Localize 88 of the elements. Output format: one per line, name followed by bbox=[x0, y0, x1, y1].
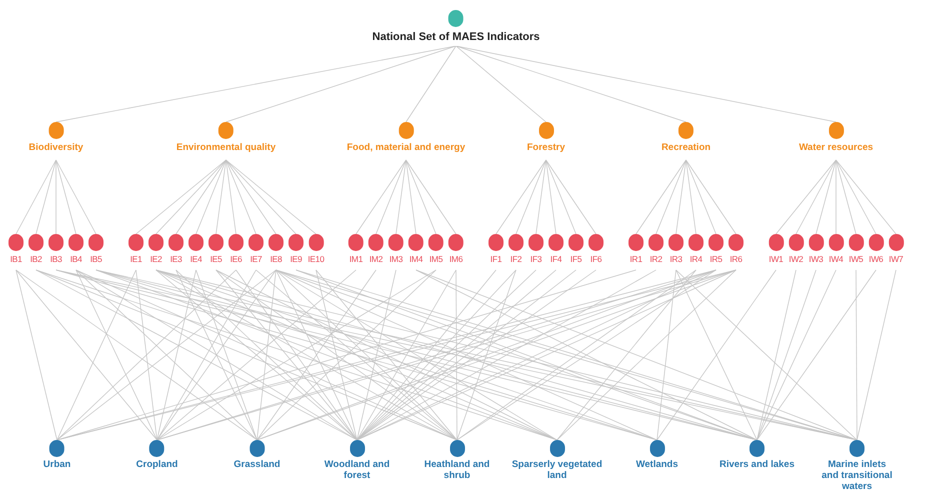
connector-line bbox=[176, 270, 258, 440]
connector-line bbox=[76, 270, 258, 440]
connector-line bbox=[456, 46, 836, 122]
connector-line bbox=[686, 160, 736, 234]
connector-line bbox=[456, 46, 546, 122]
connector-line bbox=[396, 160, 406, 234]
connector-line bbox=[836, 160, 856, 234]
connector-line bbox=[516, 160, 546, 234]
connector-line bbox=[856, 270, 858, 440]
connector-line bbox=[136, 160, 226, 234]
connector-line bbox=[656, 160, 686, 234]
connector-line bbox=[76, 270, 158, 440]
connector-line bbox=[406, 160, 456, 234]
connector-line bbox=[496, 160, 546, 234]
connector-line bbox=[556, 270, 696, 440]
connector-line bbox=[16, 270, 258, 440]
connector-line bbox=[656, 270, 776, 440]
node-label: Grassland bbox=[232, 459, 282, 470]
connector-line bbox=[56, 270, 136, 440]
connector-line bbox=[226, 160, 256, 234]
connector-line bbox=[276, 270, 358, 440]
connector-line bbox=[856, 270, 896, 440]
node-label: Urban bbox=[42, 459, 72, 470]
connector-line bbox=[356, 270, 396, 440]
node-label: Rivers and lakes bbox=[718, 459, 796, 470]
connector-line bbox=[176, 160, 226, 234]
connector-line bbox=[196, 160, 226, 234]
connector-line bbox=[556, 270, 736, 440]
connector-line bbox=[226, 160, 296, 234]
connector-line bbox=[226, 160, 316, 234]
connector-line bbox=[836, 160, 876, 234]
connector-line bbox=[656, 270, 676, 440]
connector-line bbox=[216, 160, 226, 234]
connector-line bbox=[406, 160, 436, 234]
connector-line bbox=[546, 160, 576, 234]
connector-line bbox=[376, 160, 406, 234]
connector-line bbox=[416, 270, 858, 440]
connector-line bbox=[156, 270, 196, 440]
connector-line bbox=[546, 160, 596, 234]
connector-line bbox=[756, 270, 876, 440]
connector-line bbox=[686, 160, 716, 234]
connector-line bbox=[316, 270, 358, 440]
connector-line bbox=[16, 160, 56, 234]
connector-line bbox=[756, 270, 796, 440]
connector-line bbox=[536, 160, 546, 234]
connector-line bbox=[56, 160, 76, 234]
connector-line bbox=[686, 160, 696, 234]
node-label: Cropland bbox=[135, 459, 179, 470]
connector-line bbox=[356, 270, 456, 440]
connector-line bbox=[546, 160, 556, 234]
connector-line bbox=[156, 270, 276, 440]
connector-line bbox=[16, 270, 158, 440]
node-label: Wetlands bbox=[634, 459, 680, 470]
connector-line bbox=[796, 160, 836, 234]
connector-line bbox=[36, 160, 56, 234]
connector-line bbox=[226, 160, 236, 234]
connector-line bbox=[416, 270, 758, 440]
connector-line bbox=[816, 160, 836, 234]
connector-line bbox=[226, 46, 456, 122]
connector-line bbox=[406, 46, 456, 122]
connector-line bbox=[156, 160, 226, 234]
connector-line bbox=[196, 270, 258, 440]
connector-line bbox=[156, 270, 256, 440]
connector-line bbox=[676, 270, 758, 440]
connector-line bbox=[456, 46, 686, 122]
connector-line bbox=[356, 160, 406, 234]
connector-line bbox=[676, 270, 858, 440]
connector-line bbox=[636, 160, 686, 234]
connector-line bbox=[756, 270, 836, 440]
connector-line bbox=[456, 270, 516, 440]
connector-line bbox=[836, 160, 896, 234]
connector-line bbox=[136, 270, 158, 440]
node-label: Sparserly vegetated land bbox=[509, 459, 605, 481]
node-label: Marine inlets and transitional waters bbox=[820, 459, 894, 492]
connector-line bbox=[226, 160, 276, 234]
connector-line bbox=[276, 270, 558, 440]
connector-line bbox=[16, 270, 58, 440]
connector-line bbox=[316, 270, 458, 440]
connector-line bbox=[56, 270, 236, 440]
connector-line bbox=[776, 160, 836, 234]
connector-line bbox=[256, 270, 376, 440]
connector-line bbox=[56, 270, 276, 440]
connector-line bbox=[456, 270, 458, 440]
connector-line bbox=[676, 160, 686, 234]
connector-line bbox=[56, 160, 96, 234]
connector-line bbox=[56, 46, 456, 122]
connector-line bbox=[256, 270, 276, 440]
connector-line bbox=[406, 160, 416, 234]
